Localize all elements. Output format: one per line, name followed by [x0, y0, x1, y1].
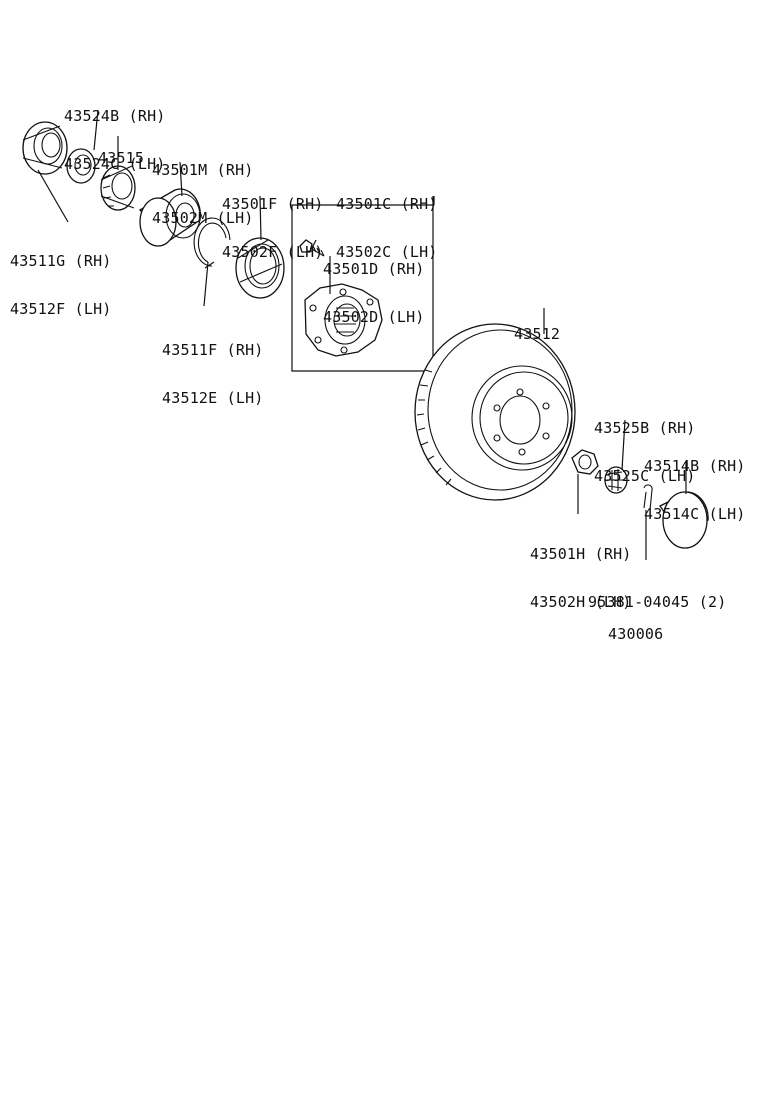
callout-line: 43501D (RH) [323, 260, 425, 278]
callout-line: 43514B (RH) [644, 457, 746, 475]
callout-line: 43515 [98, 149, 145, 167]
callout-43514: 43514B (RH) 43514C (LH) [644, 426, 746, 538]
callout-43524: 43524B (RH) 43524C (LH) [64, 76, 166, 188]
callout-line: 43501M (RH) [152, 161, 254, 179]
callout-line: 43502C (LH) [336, 243, 438, 261]
diagram-id: 430006 [608, 625, 664, 643]
callout-line: 43514C (LH) [644, 505, 746, 523]
callout-line: 43501H (RH) [530, 545, 632, 563]
callout-43501F: 43501F (RH) 43502F (LH) [222, 164, 324, 276]
disc-rotor-part [414, 323, 576, 501]
callout-line: 43511F (RH) [162, 341, 264, 359]
lock-nut-part [571, 449, 599, 475]
callout-43501H: 43501H (RH) 43502H (LH) [530, 514, 632, 626]
inner-bearing-race-part [66, 148, 96, 184]
oil-seal-part [22, 121, 68, 175]
callout-43501M: 43501M (RH) 43502M (LH) [152, 130, 254, 242]
callout-line: 43512F (LH) [10, 300, 112, 318]
callout-43501C: 43501C (RH) 43502C (LH) [336, 164, 438, 276]
callout-43501D: 43501D (RH) 43502D (LH) [323, 229, 425, 341]
nut-lock-cap-part [604, 466, 628, 494]
callout-line: 43512E (LH) [162, 389, 264, 407]
grease-cap-part [659, 491, 709, 549]
callout-95381: 95381-04045 (2) [588, 562, 726, 626]
callout-line: 43501C (RH) [336, 195, 438, 213]
callout-line: 95381-04045 (2) [588, 593, 727, 611]
callout-line: 43512 [514, 325, 561, 343]
hub-bolt-part [299, 239, 325, 257]
callout-43525: 43525B (RH) 43525C (LH) [594, 388, 696, 500]
callout-line: 43511G (RH) [10, 252, 112, 270]
callout-line: 43525B (RH) [594, 419, 696, 437]
dust-deflector-part [235, 237, 285, 299]
callout-line: 43524C (LH) [64, 155, 166, 173]
hub-bearing-part [138, 188, 202, 247]
callout-line: 43502H (LH) [530, 593, 632, 611]
callout-line: 43502M (LH) [152, 209, 254, 227]
callout-line: 43501F (RH) [222, 195, 324, 213]
callout-line: 43502D (LH) [323, 308, 425, 326]
callout-line: 43502F (LH) [222, 243, 324, 261]
cotter-pin-part [643, 484, 653, 511]
axle-hub-part [304, 283, 383, 357]
snap-ring-part [193, 217, 231, 269]
callout-43515: 43515 [98, 118, 144, 182]
callout-line: 43524B (RH) [64, 107, 166, 125]
tapered-roller-bearing-part [100, 165, 136, 211]
callout-line: 43525C (LH) [594, 467, 696, 485]
callout-43512: 43512 [514, 294, 560, 358]
callout-43511G: 43511G (RH) 43512F (LH) [10, 221, 112, 333]
leader-lines [37, 109, 687, 560]
callout-43511F: 43511F (RH) 43512E (LH) [162, 310, 264, 422]
